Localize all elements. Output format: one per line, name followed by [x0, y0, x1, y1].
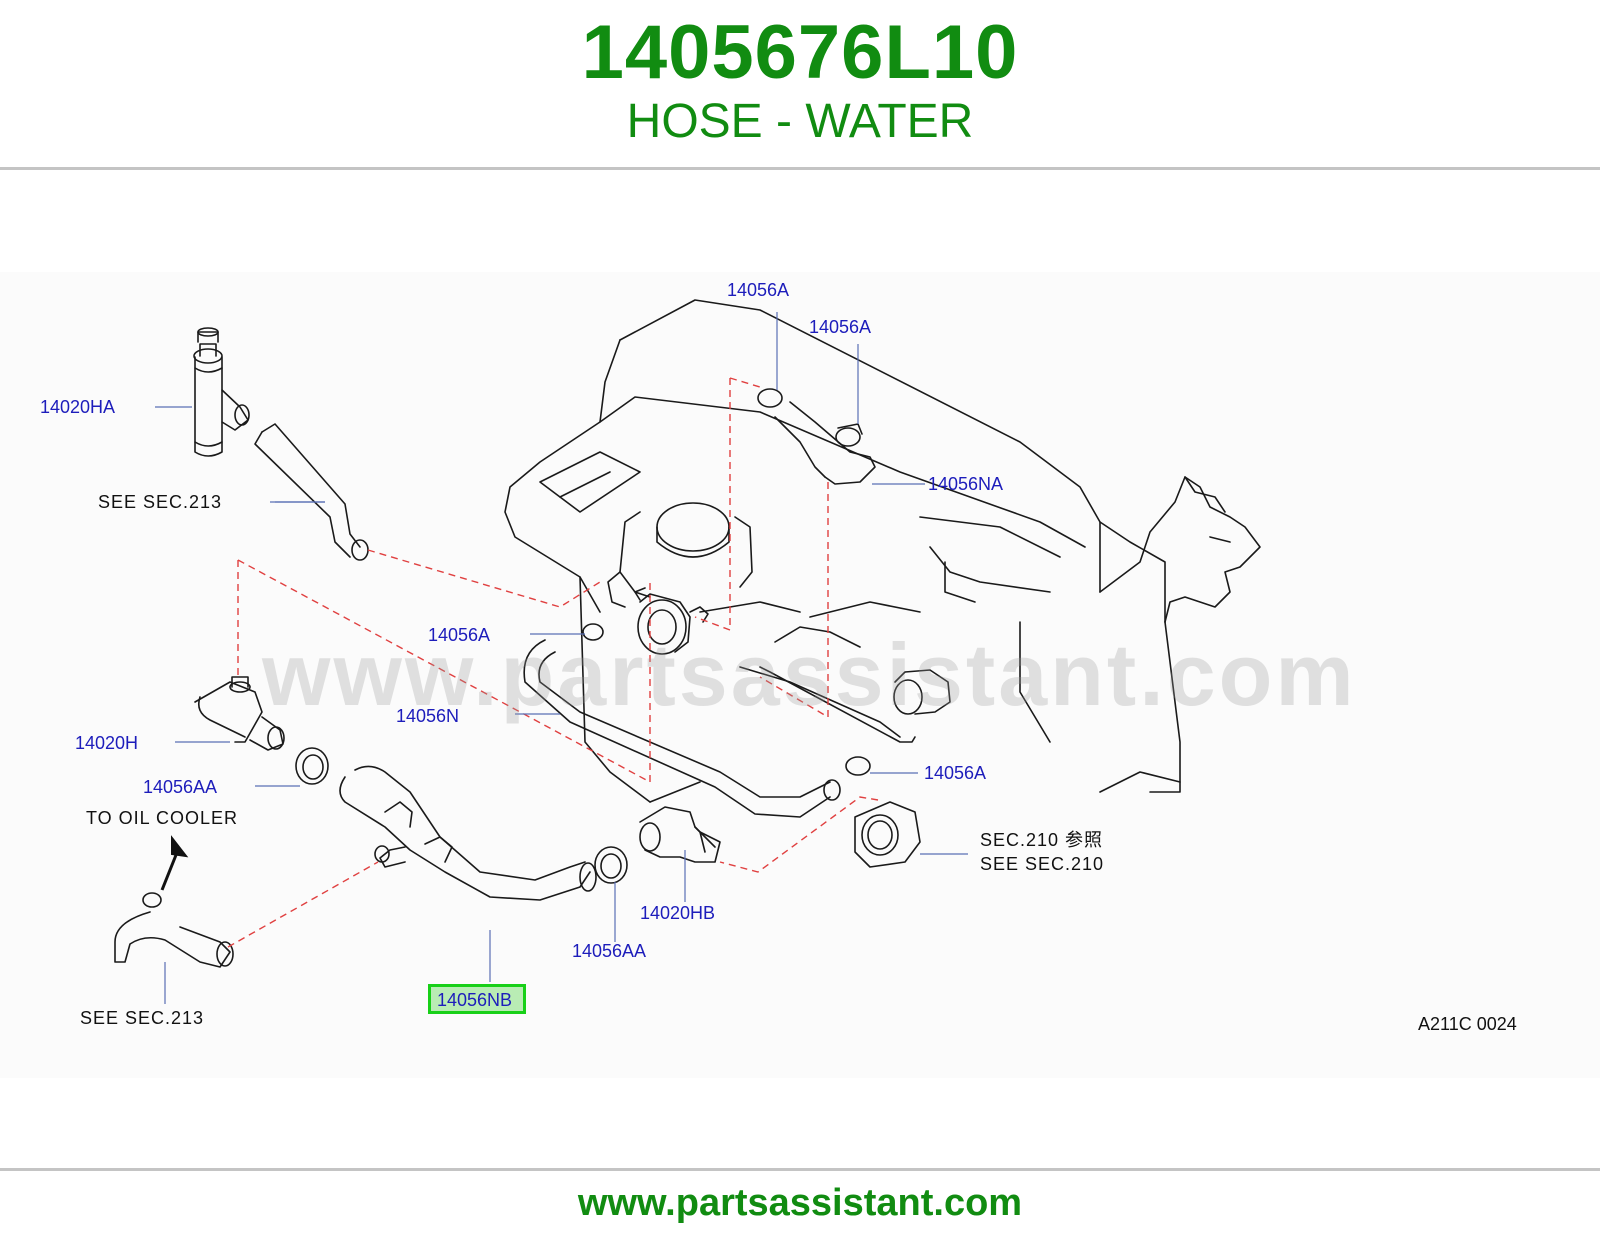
callout-14056na[interactable]: 14056NA: [928, 474, 1004, 494]
part-name-subtitle: HOSE - WATER: [626, 95, 974, 148]
radiator-cap-drawing: [607, 502, 753, 608]
footer-divider: [0, 1168, 1600, 1171]
watermark-text: www.partsassistant.com: [262, 625, 1357, 724]
callout-14056aa[interactable]: 14056AA: [143, 777, 218, 797]
hose-14056n-drawing: [523, 639, 841, 818]
parts-diagram: 14056A 14056A 14020HA 14056NA 14056A 140…: [0, 272, 1600, 1078]
diagram-code: A211C 0024: [1418, 1014, 1517, 1034]
callout-14056aa[interactable]: 14056AA: [572, 941, 647, 961]
callout-14056n[interactable]: 14056N: [396, 706, 460, 726]
page-header: 1405676L10 HOSE - WATER: [0, 0, 1600, 168]
callout-14056a[interactable]: 14056A: [428, 625, 491, 645]
hose-to-sec213-bottom-drawing: [114, 911, 234, 968]
diagram-drawing: [114, 299, 1261, 1004]
note-to-oil-cooler: TO OIL COOLER: [86, 808, 239, 828]
engine-block-drawing: [504, 299, 1261, 803]
t-fitting-14020h-drawing: [194, 676, 285, 751]
red-dashed-leaders: [227, 377, 879, 948]
fitting-14020hb-drawing: [639, 806, 721, 863]
highlighted-callout-14056nb[interactable]: 14056NB: [428, 984, 526, 1014]
callout-14056nb-label: 14056NB: [437, 990, 513, 1010]
callout-14020hb[interactable]: 14020HB: [640, 903, 716, 923]
note-see-sec213: SEE SEC.213: [98, 492, 223, 512]
callout-14020h[interactable]: 14020H: [75, 733, 139, 753]
hose-14056nb-drawing: [339, 765, 597, 901]
outlet-flange-drawing: [854, 801, 921, 868]
part-number-title: 1405676L10: [581, 10, 1019, 95]
header-divider: [0, 167, 1600, 170]
callout-14056a[interactable]: 14056A: [924, 763, 987, 783]
callout-leaders: [155, 312, 968, 1004]
oil-cooler-arrow-icon: [160, 835, 189, 891]
callout-14056a[interactable]: 14056A: [809, 317, 872, 337]
callout-14020ha[interactable]: 14020HA: [40, 397, 116, 417]
footer-website-link[interactable]: www.partsassistant.com: [577, 1182, 1023, 1224]
note-sec210-ref: SEC.210 参照: [980, 830, 1104, 850]
t-fitting-14020ha-drawing: [193, 327, 250, 457]
callout-14056a[interactable]: 14056A: [727, 280, 790, 300]
thermostat-housing-drawing: [634, 587, 709, 655]
note-see-sec210: SEE SEC.210: [980, 854, 1105, 874]
outlet-fitting-drawing: [759, 666, 951, 743]
hose-to-sec213-top-drawing: [254, 423, 369, 561]
note-see-sec213: SEE SEC.213: [80, 1008, 205, 1028]
